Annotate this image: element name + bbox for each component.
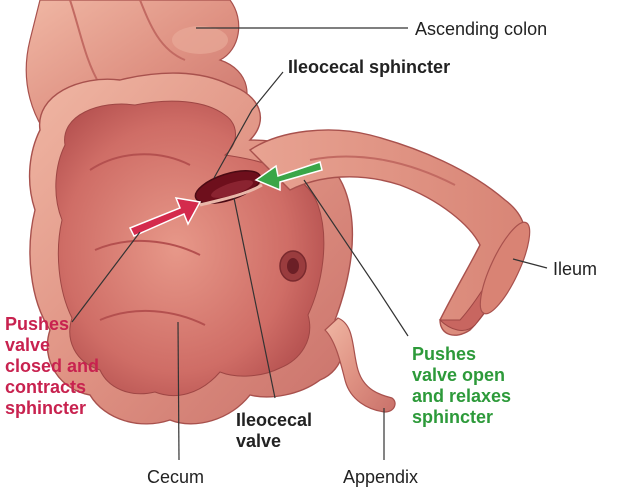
ileum-shape bbox=[248, 129, 531, 336]
appendix-label: Appendix bbox=[343, 467, 419, 487]
pushes-open-label: Pushes valve open and relaxes sphincter bbox=[412, 344, 512, 427]
ileocecal-sphincter-label: Ileocecal sphincter bbox=[288, 57, 451, 77]
pushes-closed-label: Pushes valve closed and contracts sphinc… bbox=[5, 314, 100, 418]
ascending-colon-label: Ascending colon bbox=[415, 19, 548, 39]
closing-arrow bbox=[128, 197, 202, 237]
ileum-label: Ileum bbox=[553, 259, 598, 279]
ileocecal-sphincter-shape bbox=[194, 170, 263, 207]
ileocecal-valve-label: Ileocecal valve bbox=[236, 410, 313, 451]
leader-lines bbox=[71, 27, 548, 461]
opening-arrow bbox=[254, 161, 323, 192]
appendix-shape bbox=[324, 317, 396, 413]
cecum-label: Cecum bbox=[147, 467, 205, 487]
